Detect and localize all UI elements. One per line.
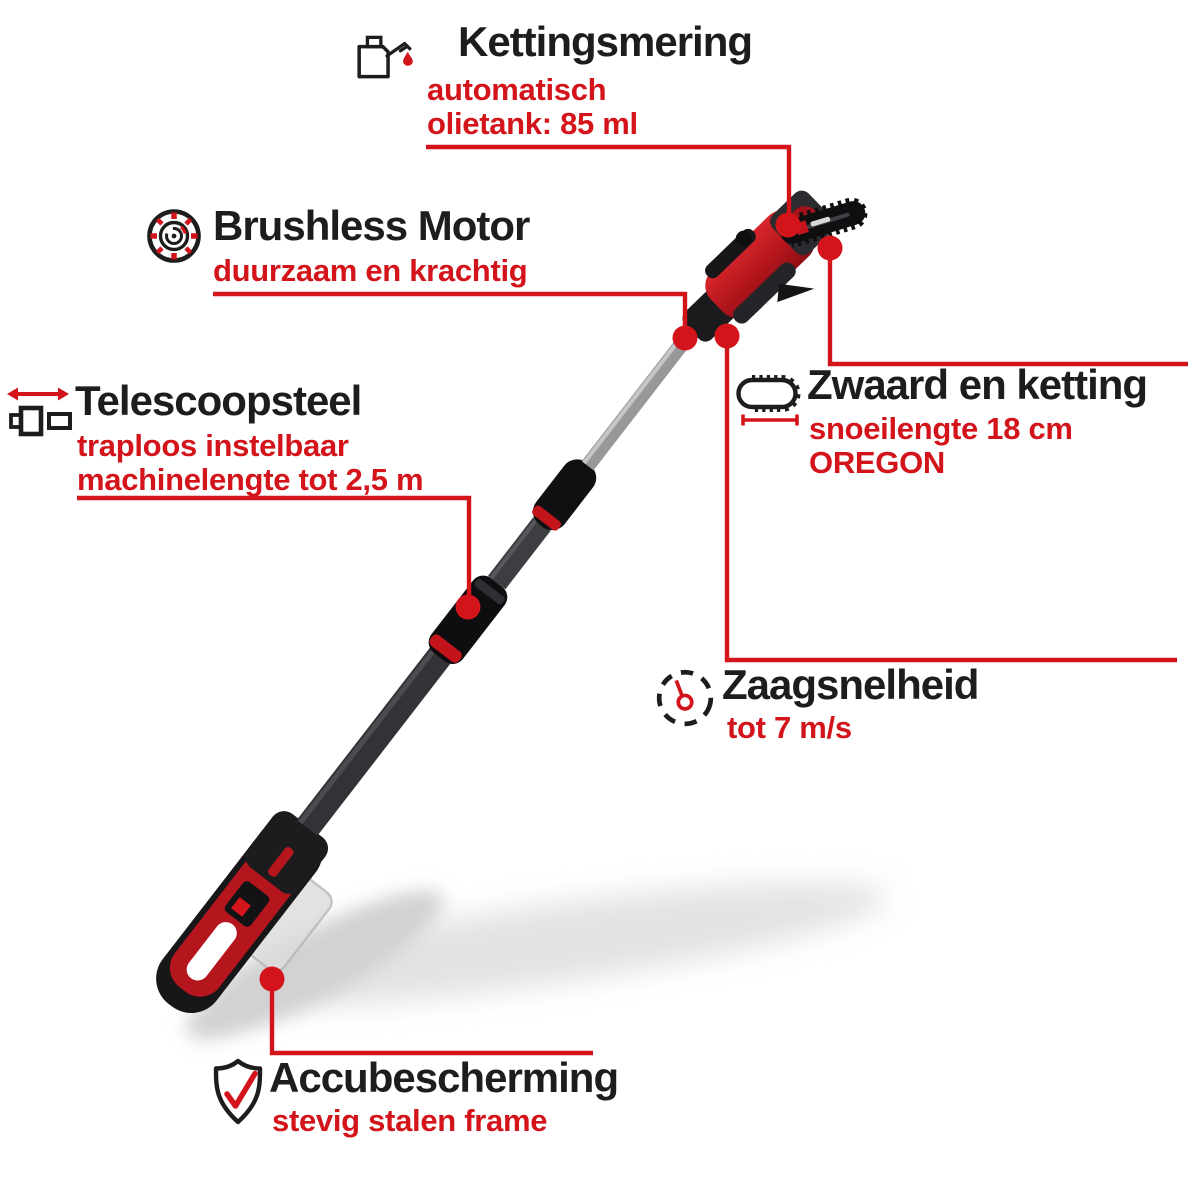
feature-title-kettingsmering: Kettingsmering (458, 18, 753, 65)
pole-and-handle (156, 312, 709, 1013)
subtitle-line: olietank: 85 ml (427, 106, 638, 141)
pole-grip (532, 459, 597, 531)
connector-accubescherming (269, 983, 593, 1056)
shield-check-icon (213, 1058, 263, 1125)
telescopic-arrow-icon (7, 387, 72, 437)
pole-lower-section (296, 647, 451, 836)
feature-title-zaagsnelheid: Zaagsnelheid (722, 661, 979, 708)
connector-kettingsmering (426, 144, 792, 222)
feature-title-telescoopsteel: Telescoopsteel (75, 377, 362, 424)
anchor-dot-telescoopsteel (455, 594, 481, 620)
feature-subtitle-brushless-motor: duurzaam en krachtig (213, 253, 528, 288)
feature-title-zwaard-en-ketting: Zwaard en ketting (807, 361, 1148, 408)
subtitle-line: snoeilengte 18 cm (809, 411, 1073, 446)
oil-can-icon (357, 35, 413, 79)
branch-spur (777, 283, 815, 303)
pole-mid-section (487, 517, 551, 590)
chain-bar (780, 197, 868, 249)
connector-zwaard-en-ketting (827, 252, 1188, 367)
rear-handle (156, 811, 329, 1013)
feature-title-brushless-motor: Brushless Motor (213, 202, 530, 249)
connector-brushless-motor (213, 291, 688, 336)
anchor-dot-zwaard-en-ketting (817, 235, 843, 261)
subtitle-line: duurzaam en krachtig (213, 253, 528, 288)
connector-zaagsnelheid (724, 340, 1177, 663)
speedometer-icon (656, 669, 714, 727)
subtitle-line: automatisch (427, 72, 607, 107)
oil-cap (735, 230, 752, 247)
subtitle-line: OREGON (809, 445, 945, 480)
pole-upper-section (581, 312, 709, 471)
connector-telescoopsteel (77, 495, 472, 605)
feature-subtitle-accubescherming: stevig stalen frame (272, 1104, 547, 1138)
feature-title-accubescherming: Accubescherming (269, 1054, 619, 1101)
anchor-dot-kettingsmering (775, 212, 801, 238)
product-shadow (185, 882, 887, 1040)
subtitle-line: machinelengte tot 2,5 m (77, 462, 424, 497)
subtitle-line: stevig stalen frame (272, 1103, 548, 1138)
chain-bar-icon (736, 375, 801, 426)
anchor-dot-zaagsnelheid (714, 323, 740, 349)
pole-clamp (428, 575, 508, 664)
feature-subtitle-zwaard-en-ketting: snoeilengte 18 cm OREGON (809, 412, 1073, 480)
einhell-logo-mark (231, 897, 251, 917)
feature-subtitle-zaagsnelheid: tot 7 m/s (727, 711, 852, 745)
feature-subtitle-kettingsmering: automatisch olietank: 85 ml (427, 73, 638, 141)
subtitle-line: traploos instelbaar (77, 428, 349, 463)
anchor-dot-accubescherming (259, 966, 285, 992)
anchor-dot-brushless-motor (672, 325, 698, 351)
telescopic-pole (296, 312, 709, 836)
subtitle-line: tot 7 m/s (727, 710, 852, 745)
brushless-motor-icon (147, 209, 201, 263)
feature-subtitle-telescoopsteel: traploos instelbaar machinelengte tot 2,… (77, 428, 424, 497)
